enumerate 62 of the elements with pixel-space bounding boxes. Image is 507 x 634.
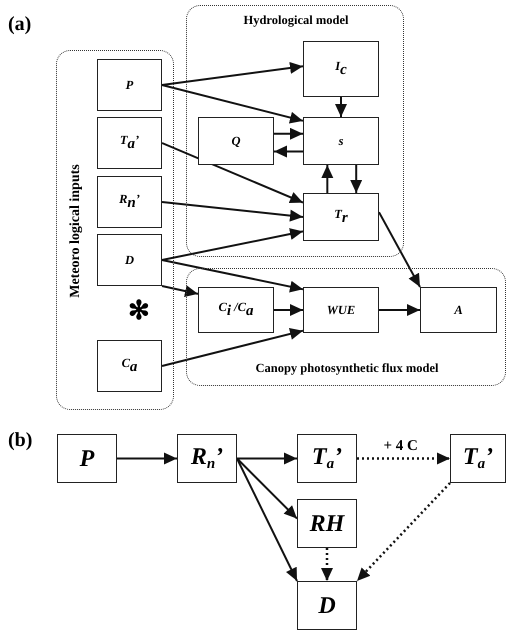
variable-box bbox=[297, 434, 357, 483]
arrow bbox=[379, 304, 420, 316]
group-heading: Meteoro logical inputs bbox=[68, 163, 84, 300]
asterisk-mark: ✻ bbox=[128, 298, 150, 324]
arrow bbox=[162, 201, 304, 222]
arrow bbox=[117, 452, 177, 464]
model-group-frame bbox=[56, 50, 174, 410]
variable-label: D bbox=[124, 254, 134, 266]
variable-label: P bbox=[80, 446, 94, 470]
variable-box bbox=[177, 434, 237, 483]
panel-label: (b) bbox=[8, 430, 32, 450]
variable-box bbox=[97, 59, 162, 111]
variable-box bbox=[198, 287, 274, 333]
group-heading: Canopy photosynthetic flux model bbox=[254, 361, 440, 376]
arrow bbox=[162, 285, 198, 297]
arrow bbox=[236, 458, 298, 582]
arrow bbox=[274, 146, 303, 158]
variable-label: s bbox=[338, 134, 344, 148]
variable-box bbox=[303, 193, 379, 241]
model-group-frame bbox=[186, 268, 506, 386]
variable-box bbox=[450, 434, 506, 483]
arrow bbox=[274, 128, 303, 140]
variable-box bbox=[97, 117, 162, 169]
variable-box bbox=[198, 117, 274, 165]
arrow bbox=[162, 328, 304, 367]
variable-box bbox=[303, 287, 379, 333]
variable-label: T$_{a}$’ bbox=[312, 445, 342, 472]
variable-label: RH bbox=[310, 512, 344, 536]
arrow bbox=[162, 84, 304, 124]
variable-label: T$_{a}$’ bbox=[462, 445, 494, 472]
variable-box bbox=[97, 176, 162, 228]
dotted-arrow bbox=[321, 548, 333, 581]
variable-label: WUE bbox=[326, 304, 356, 316]
arrow bbox=[162, 62, 304, 86]
variable-box bbox=[303, 117, 379, 165]
dotted-arrow bbox=[357, 452, 450, 464]
arrow bbox=[236, 458, 298, 520]
dotted-arrow bbox=[356, 482, 451, 582]
arrow bbox=[274, 304, 303, 316]
variable-label: P bbox=[126, 78, 134, 92]
group-heading: Hydrological model bbox=[242, 13, 350, 28]
arrow bbox=[162, 259, 304, 293]
variable-label: A bbox=[454, 304, 463, 316]
variable-box bbox=[297, 499, 357, 548]
variable-box bbox=[57, 434, 117, 483]
model-group-frame bbox=[186, 5, 404, 257]
variable-box bbox=[97, 234, 162, 286]
arrow bbox=[162, 142, 304, 204]
variable-label: R$_{n}$’ bbox=[190, 445, 224, 472]
arrow bbox=[162, 228, 304, 261]
arrow bbox=[378, 212, 421, 288]
panel-label: (a) bbox=[8, 14, 32, 34]
variable-box bbox=[297, 581, 357, 630]
variable-label: D bbox=[318, 594, 336, 618]
arrow bbox=[321, 165, 334, 193]
arrow bbox=[237, 452, 297, 464]
arrow bbox=[350, 165, 362, 193]
variable-label: Q bbox=[231, 134, 241, 148]
variable-box bbox=[303, 41, 379, 97]
variable-box bbox=[97, 340, 162, 392]
arrow bbox=[335, 97, 347, 117]
variable-box bbox=[420, 287, 497, 333]
